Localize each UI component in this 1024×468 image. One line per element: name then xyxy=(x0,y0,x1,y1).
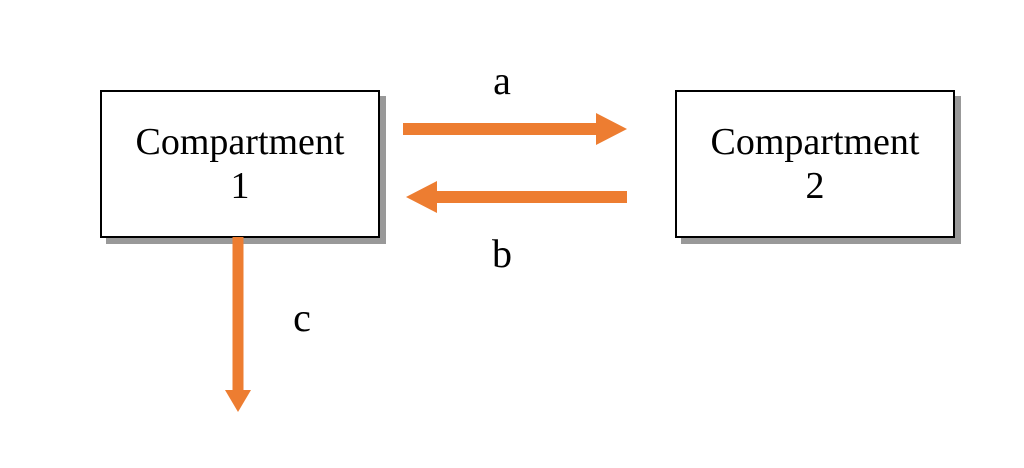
arrow-b-left-icon xyxy=(406,181,627,213)
compartment-2-name: Compartment xyxy=(710,121,920,163)
arrow-a-right-icon xyxy=(403,113,627,145)
flow-label-b: b xyxy=(492,231,512,276)
compartment-2-box: Compartment 2 xyxy=(675,90,955,238)
compartment-1-number: 1 xyxy=(230,165,250,207)
arrow-a-head xyxy=(596,113,627,145)
arrow-b-head xyxy=(406,181,437,213)
compartment-1-box: Compartment 1 xyxy=(100,90,380,238)
compartment-2-number: 2 xyxy=(805,165,825,207)
flow-label-a: a xyxy=(493,58,511,103)
compartment-1-name: Compartment xyxy=(135,121,345,163)
arrow-c-down-icon xyxy=(225,237,251,412)
flow-label-c: c xyxy=(293,295,311,340)
arrow-c-head xyxy=(225,390,251,412)
